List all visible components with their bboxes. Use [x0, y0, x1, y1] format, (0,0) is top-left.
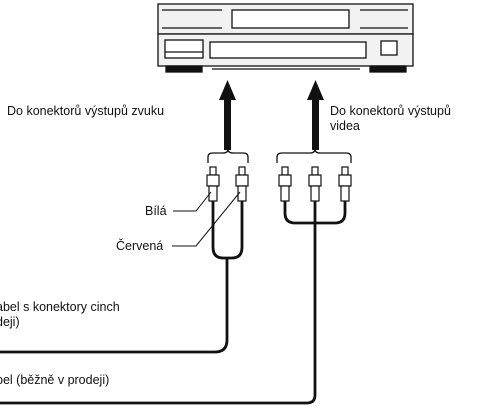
video-device — [157, 3, 414, 73]
audio-cable-label-line1: abel s konektory cinch — [0, 300, 120, 314]
device-disc-tray — [231, 9, 350, 29]
audio-plug-white — [206, 166, 220, 202]
video-cable-label: bel (běžně v prodeji) — [0, 373, 110, 387]
device-foot-left — [165, 65, 203, 73]
video-output-label-line1: Do konektorů výstupů — [330, 104, 451, 118]
device-slot — [209, 41, 367, 59]
video-brace — [276, 148, 352, 163]
device-foot-right — [369, 65, 407, 73]
video-plug-2 — [308, 166, 322, 202]
video-arrow — [307, 80, 324, 150]
video-cable — [0, 201, 347, 405]
audio-output-label: Do konektorů výstupů zvuku — [7, 104, 165, 118]
video-plug-1 — [278, 166, 292, 202]
audio-cable-label-line2: deji) — [0, 315, 20, 329]
audio-brace — [207, 148, 249, 163]
audio-cable — [0, 201, 244, 354]
red-plug-label: Červená — [116, 239, 164, 253]
video-plug-3 — [338, 166, 352, 202]
video-output-label-line2: videa — [330, 119, 360, 133]
device-button — [380, 40, 398, 56]
device-display — [164, 39, 204, 59]
audio-plug-red — [235, 166, 249, 202]
leader-lines — [172, 191, 241, 247]
leader-red — [172, 191, 241, 247]
audio-arrow — [219, 80, 236, 150]
white-plug-label: Bílá — [145, 204, 167, 218]
leader-white — [173, 191, 212, 212]
